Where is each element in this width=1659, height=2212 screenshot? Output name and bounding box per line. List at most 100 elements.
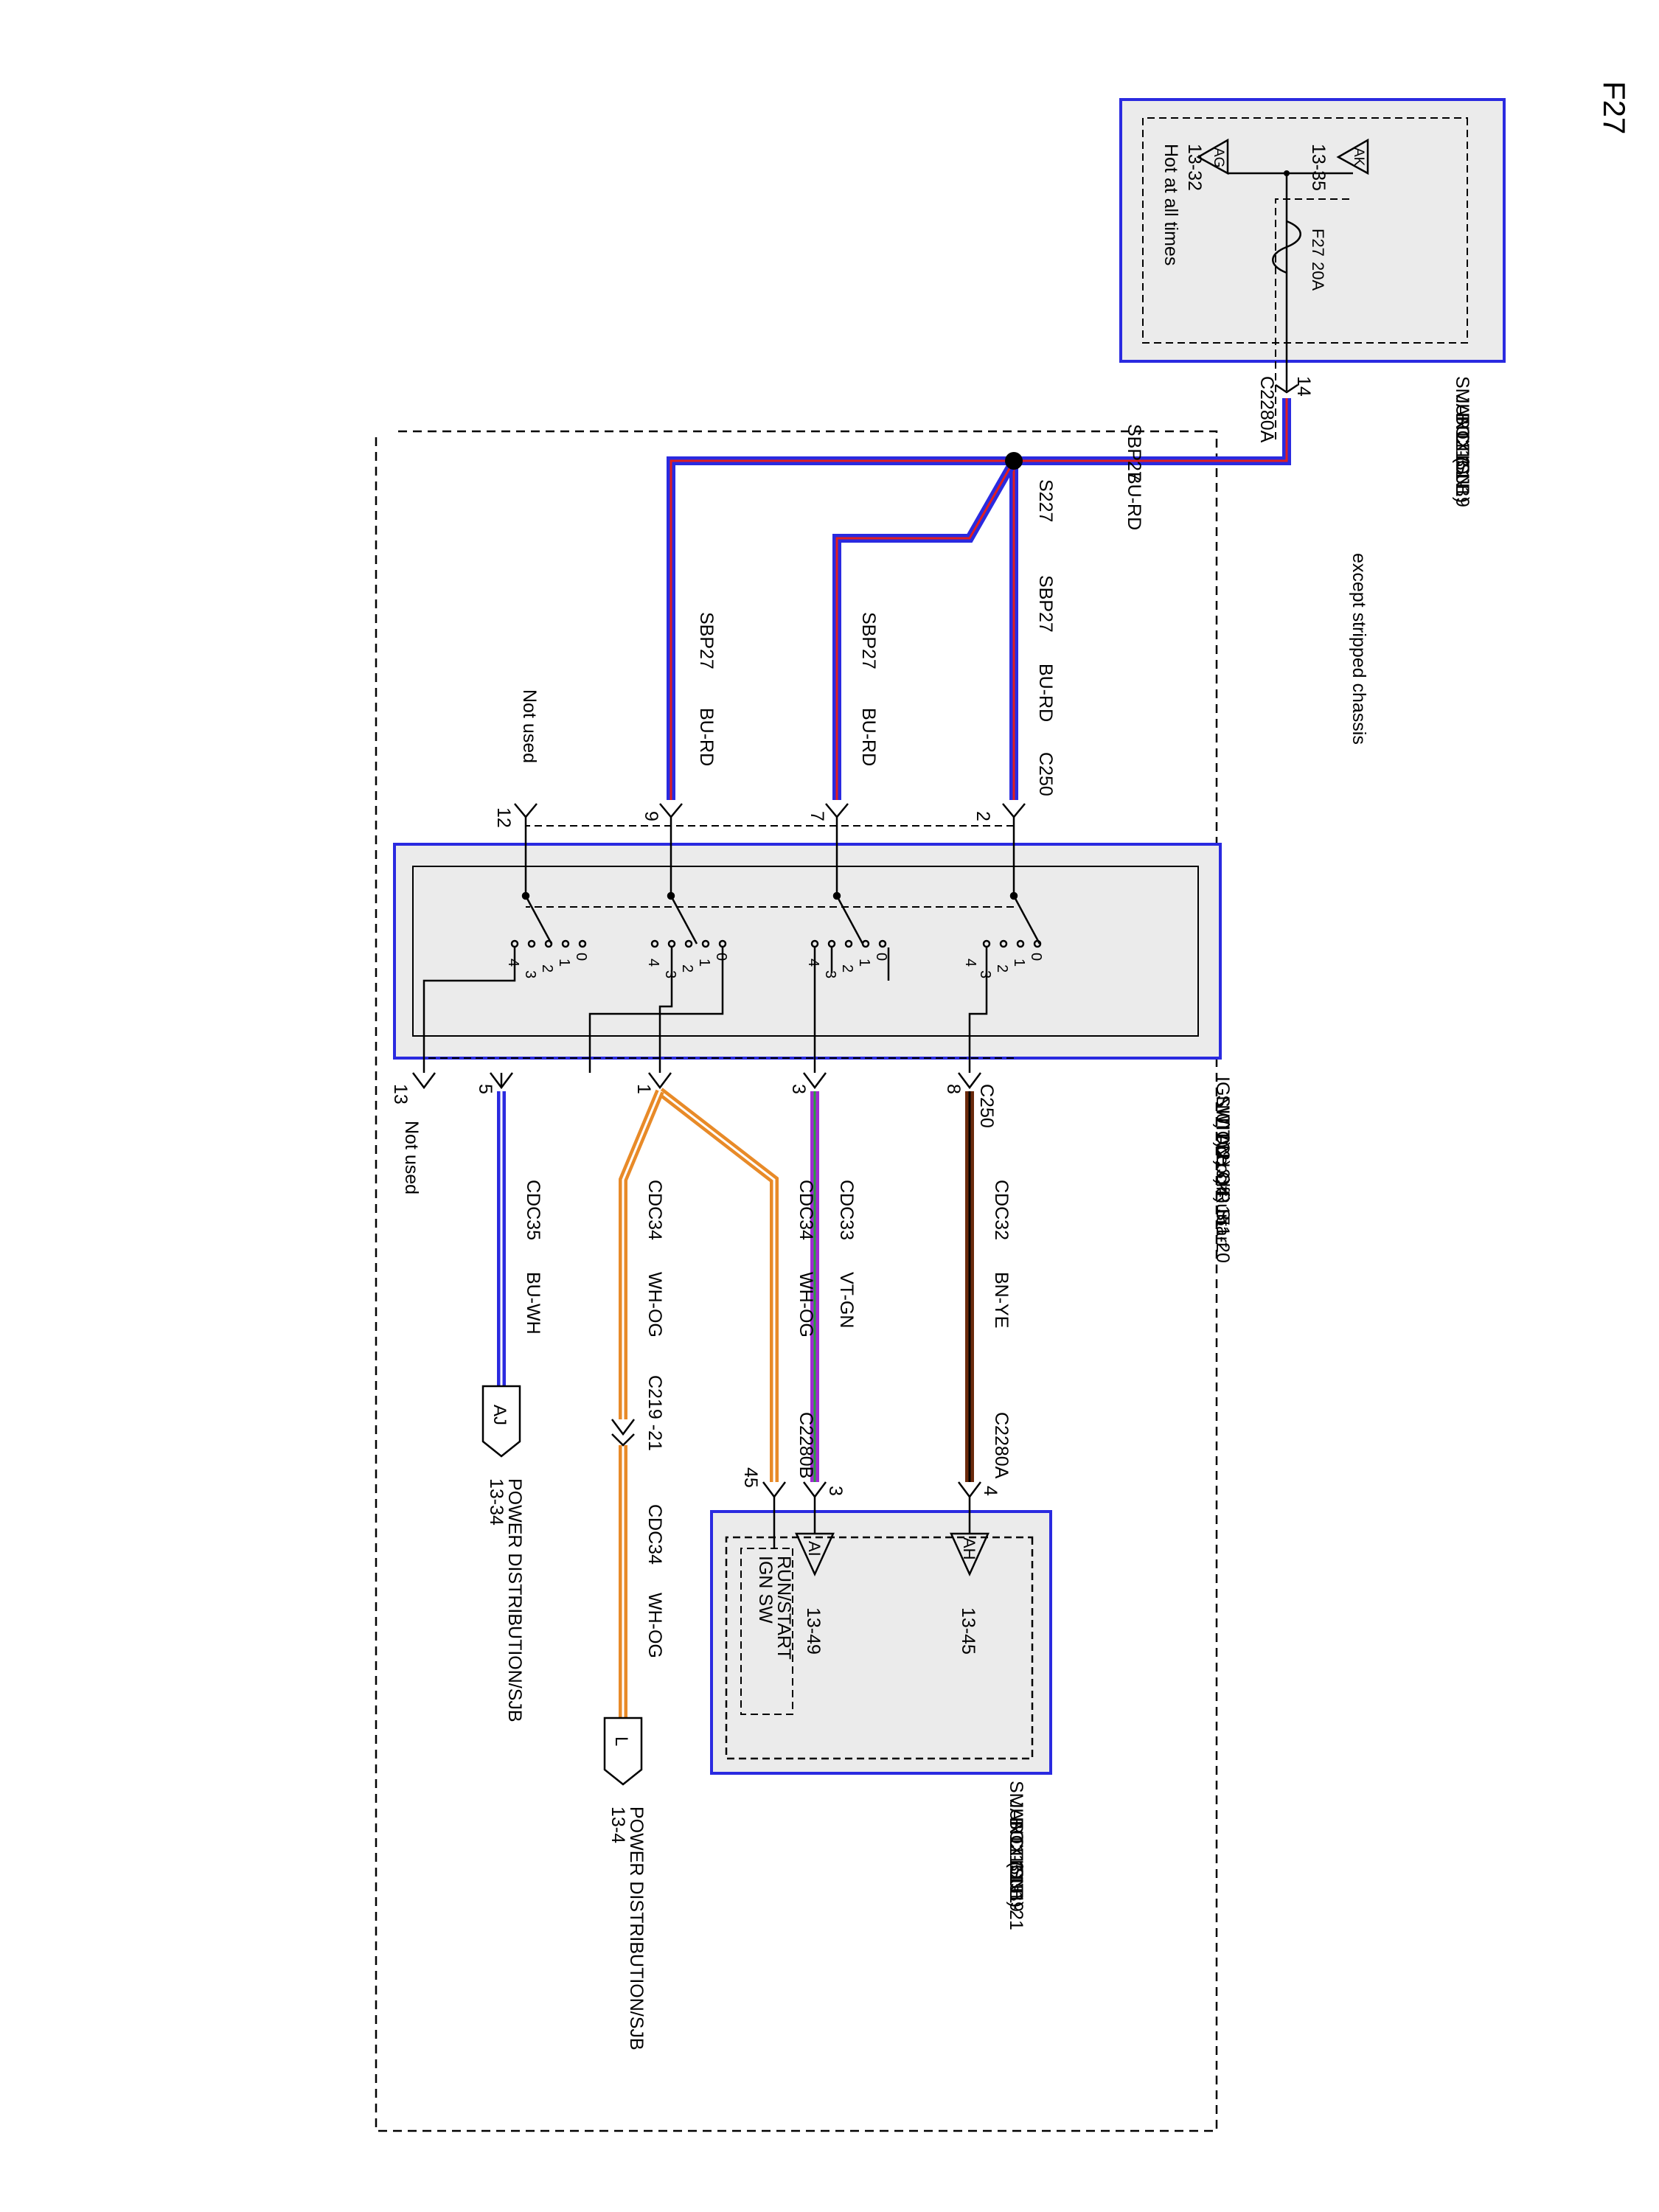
svg-text:1: 1 xyxy=(856,959,872,967)
svg-text:AI: AI xyxy=(805,1541,824,1557)
cdc33-color: VT-GN xyxy=(836,1272,857,1328)
svg-text:0: 0 xyxy=(1028,953,1044,961)
svg-text:1: 1 xyxy=(696,959,712,967)
ignition-switch-box xyxy=(393,843,1222,1060)
feed-ref: 13-32 xyxy=(1184,144,1205,191)
wire-label-circuit-2: SBP27 xyxy=(858,612,879,669)
svg-text:3: 3 xyxy=(662,970,678,978)
svg-text:7: 7 xyxy=(807,811,827,821)
sjb-bottom-name: SMART JUNCTION BOX (SJB) 11-3 151-19 151… xyxy=(1006,1781,1026,1930)
svg-text:AJ: AJ xyxy=(490,1405,509,1425)
flag-ak: AK xyxy=(1336,138,1369,175)
output-arrows xyxy=(412,1072,981,1090)
splice-label: S227 xyxy=(1035,479,1056,522)
svg-text:5: 5 xyxy=(475,1084,495,1094)
svg-text:9: 9 xyxy=(641,811,661,821)
connector-top-pin: 14 xyxy=(1293,376,1314,397)
svg-text:1: 1 xyxy=(633,1084,654,1094)
cdc35-color: BU-WH xyxy=(523,1272,543,1335)
fuse-rating: 20A xyxy=(1309,262,1327,291)
splice-s227 xyxy=(1005,452,1023,470)
fuse-dashed-box xyxy=(1275,198,1349,442)
svg-text:8: 8 xyxy=(943,1084,964,1094)
svg-text:JUNCTION: JUNCTION xyxy=(1452,394,1472,487)
svg-text:4: 4 xyxy=(505,959,521,967)
switch-internal-wiring xyxy=(422,947,988,1073)
svg-text:0: 0 xyxy=(713,953,729,961)
input-not-used: Not used xyxy=(519,689,540,763)
svg-text:151-21: 151-21 xyxy=(1006,1873,1026,1930)
svg-text:151-19: 151-19 xyxy=(1452,450,1472,507)
svg-text:1) Lock: 1) Lock xyxy=(1212,1132,1233,1192)
flag-ag: AG xyxy=(1196,138,1229,175)
svg-text:12: 12 xyxy=(493,807,514,828)
page-id: F27 xyxy=(1597,81,1632,134)
svg-text:L: L xyxy=(611,1736,631,1746)
svg-text:4: 4 xyxy=(805,959,821,967)
fuse-label: F27 xyxy=(1309,229,1327,257)
output-connector-label: C250 xyxy=(976,1084,997,1128)
switch-pole-1 xyxy=(982,817,1042,948)
cdc34-color-a: WH-OG xyxy=(796,1272,816,1338)
sjb-top-name: SMART JUNCTION BOX (SJB) 11-3 151-19 xyxy=(1452,376,1472,507)
ignition-switch-name: IGNITION SWITCH 0) Acc. 1) Lock 2) Off 3… xyxy=(1212,1077,1233,1263)
svg-text:BOX (SJB): BOX (SJB) xyxy=(1452,413,1472,503)
svg-text:1: 1 xyxy=(1011,959,1027,967)
svg-text:JUNCTION: JUNCTION xyxy=(1006,1799,1026,1892)
cdc34-color-b: WH-OG xyxy=(644,1272,665,1338)
l-dest: POWER DISTRIBUTION/SJB xyxy=(626,1806,647,2051)
scope-note: except stripped chassis xyxy=(1349,553,1369,745)
cdc32-color: BN-YE xyxy=(991,1272,1012,1328)
svg-text:SMART: SMART xyxy=(1452,376,1472,440)
cdc34-connector-a: C2280B xyxy=(796,1412,816,1478)
svg-text:2: 2 xyxy=(973,811,993,821)
cdc33-circuit: CDC33 xyxy=(836,1180,857,1240)
flag-ai: AI xyxy=(795,1497,835,1577)
svg-text:3: 3 xyxy=(788,1084,809,1094)
feed-label: Hot at all times xyxy=(1161,144,1181,265)
cdc34-circuit-a: CDC34 xyxy=(796,1180,816,1240)
svg-text:11-3: 11-3 xyxy=(1006,1836,1026,1871)
ref-ai: 13-49 xyxy=(803,1607,824,1655)
svg-text:IGNITION: IGNITION xyxy=(1212,1077,1233,1158)
fuse-symbol xyxy=(1272,220,1301,274)
svg-text:3: 3 xyxy=(822,970,838,978)
tap-ref: 13-35 xyxy=(1308,144,1329,191)
svg-text:151-20: 151-20 xyxy=(1212,1206,1233,1263)
svg-text:AK: AK xyxy=(1351,147,1366,167)
svg-text:AG: AG xyxy=(1211,147,1226,167)
harness-boundary xyxy=(375,430,1218,2132)
sjb-bottom-inner xyxy=(725,1536,1034,1760)
svg-text:11-3: 11-3 xyxy=(1452,431,1472,467)
switch-pole-4 xyxy=(510,817,587,948)
offpage-flag-aj: AJ xyxy=(481,1385,521,1458)
svg-text:4) Start: 4) Start xyxy=(1212,1187,1233,1248)
connector-top-label: C2280A xyxy=(1256,376,1277,443)
svg-text:4: 4 xyxy=(962,959,978,967)
switch-pole-3 xyxy=(650,817,727,948)
sjb-top-inner xyxy=(1142,117,1468,344)
wire-sbp27 xyxy=(667,398,1291,800)
switch-output-pins: 8 3 1 5 13 xyxy=(390,1084,964,1105)
wire-label-color-1: BU-RD xyxy=(1035,664,1056,722)
run-start-box xyxy=(740,1548,793,1715)
wire-label-color-3: BU-RD xyxy=(696,708,717,766)
cdc34-color-c: WH-OG xyxy=(644,1593,665,1658)
svg-text:0) Acc.: 0) Acc. xyxy=(1212,1113,1233,1169)
cdc34-circuit-c: CDC34 xyxy=(644,1504,665,1565)
svg-text:0: 0 xyxy=(573,953,589,961)
svg-text:3: 3 xyxy=(522,970,538,978)
output-not-used: Not used xyxy=(401,1121,422,1194)
flag-ah: AH xyxy=(950,1497,990,1577)
cdc34-pin-a: 45 xyxy=(740,1467,761,1488)
sjb-bottom-box xyxy=(710,1510,1052,1775)
svg-text:IGN SW: IGN SW xyxy=(755,1556,776,1624)
c219-connector-label: C219 -21 xyxy=(644,1375,665,1451)
sjb-top-box xyxy=(1119,98,1506,363)
svg-text:2: 2 xyxy=(679,964,695,973)
c219-connector xyxy=(611,1419,635,1447)
wire-label-color-2: BU-RD xyxy=(858,708,879,766)
svg-text:3) Run: 3) Run xyxy=(1212,1169,1233,1224)
wire-label-circuit-3: SBP27 xyxy=(696,612,717,669)
